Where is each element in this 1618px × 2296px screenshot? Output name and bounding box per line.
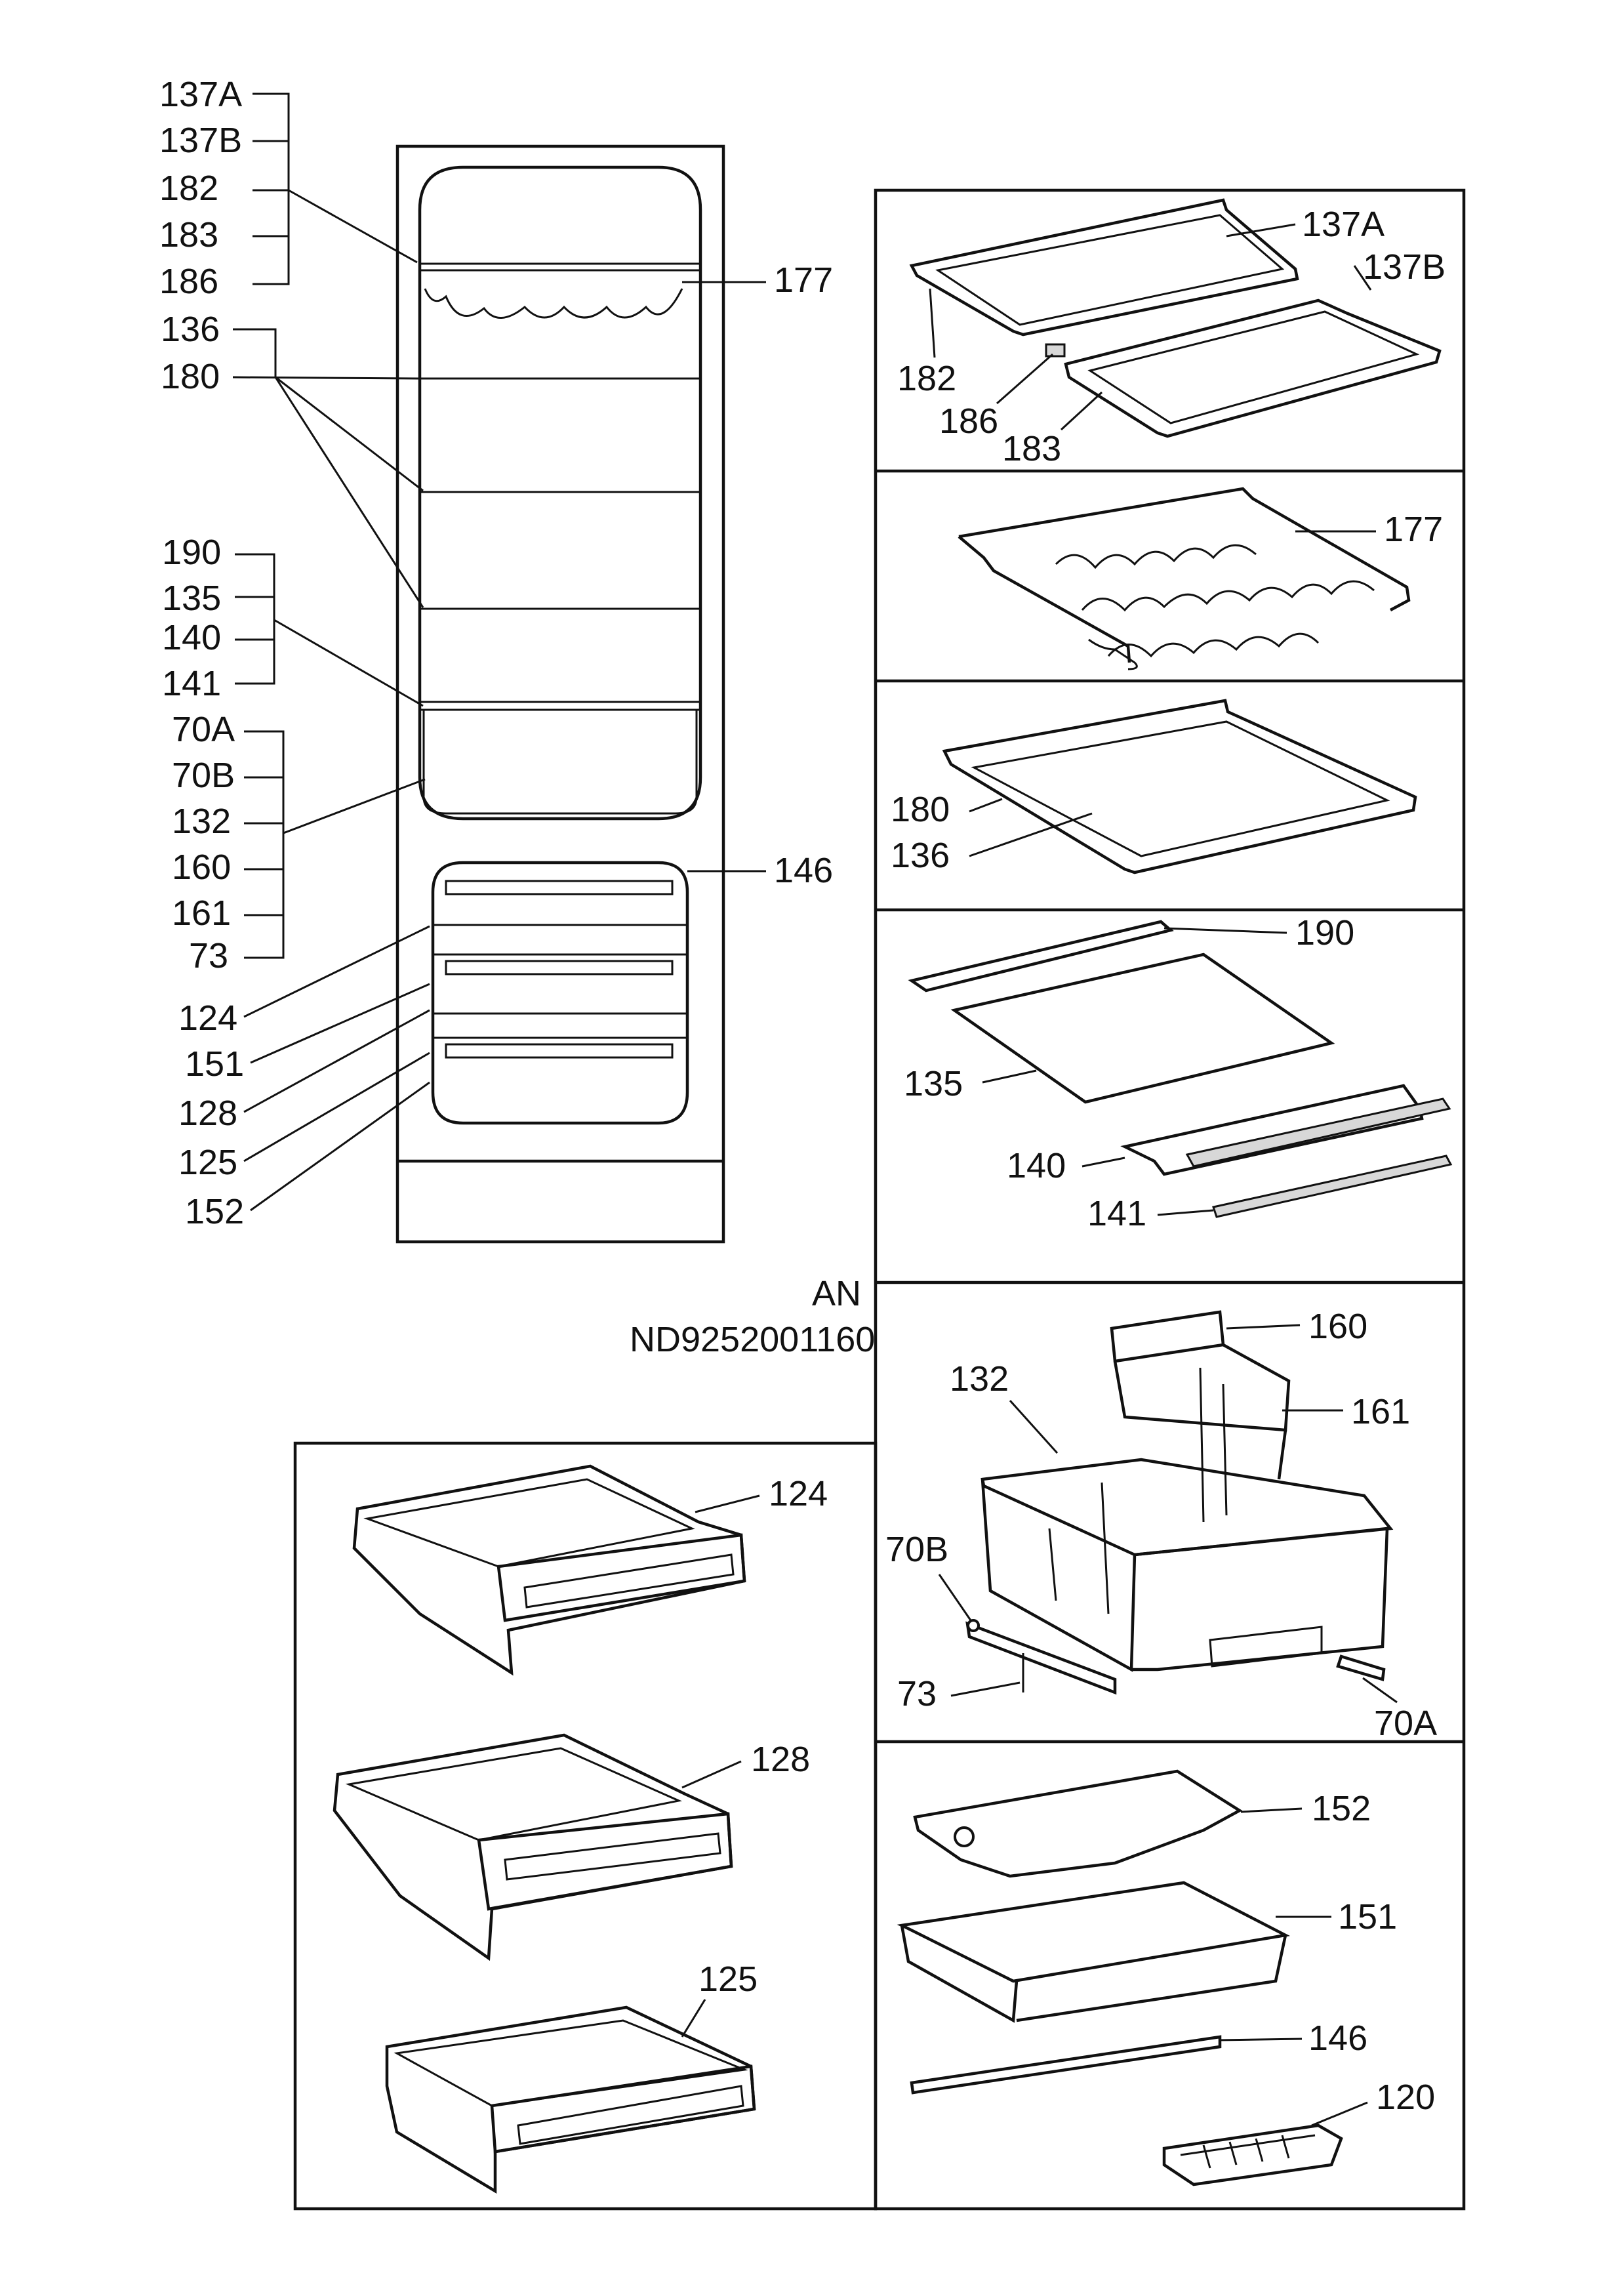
label-124-panel: 124 — [769, 1474, 828, 1513]
label-160: 160 — [172, 848, 231, 887]
label-152-fridge: 152 — [185, 1192, 244, 1231]
label-135-panel: 135 — [904, 1064, 963, 1103]
label-177-panel: 177 — [1384, 510, 1443, 549]
label-180-panel: 180 — [891, 790, 950, 829]
panel-shelf: 180 136 — [891, 699, 1417, 875]
label-132: 132 — [172, 802, 231, 841]
label-73-panel: 73 — [897, 1674, 937, 1713]
label-128-panel: 128 — [751, 1740, 810, 1779]
label-124-fridge: 124 — [178, 998, 237, 1038]
label-132-panel: 132 — [950, 1359, 1009, 1399]
label-161: 161 — [172, 893, 231, 933]
label-186-panel: 186 — [939, 401, 998, 441]
panel-freezer-parts: 152 151 146 120 — [897, 1769, 1435, 2186]
label-125-panel: 125 — [698, 1959, 758, 1999]
label-182-panel: 182 — [897, 359, 956, 398]
labels-crisper-group: 70A 70B 132 160 161 73 — [172, 710, 426, 975]
label-190: 190 — [162, 533, 221, 572]
label-70a: 70A — [172, 710, 235, 749]
label-128-fridge: 128 — [178, 1094, 237, 1133]
label-141-panel: 141 — [1087, 1194, 1146, 1233]
label-180: 180 — [161, 357, 220, 396]
label-137b-panel: 137B — [1363, 247, 1446, 287]
labels-top-group: 137A 137B 182 183 186 177 — [159, 75, 833, 301]
panel-crisper: 160 132 161 70B 73 70A — [885, 1307, 1437, 1743]
label-70a-panel: 70A — [1374, 1704, 1437, 1743]
fridge-overview — [395, 144, 725, 1244]
label-137b: 137B — [159, 121, 242, 160]
label-70b: 70B — [172, 756, 235, 795]
label-125-fridge: 125 — [178, 1143, 237, 1182]
label-135: 135 — [162, 579, 221, 618]
label-73: 73 — [189, 936, 228, 975]
label-140-panel: 140 — [1007, 1146, 1066, 1185]
label-183: 183 — [159, 215, 218, 255]
label-140: 140 — [162, 618, 221, 657]
label-152-panel: 152 — [1312, 1789, 1371, 1828]
label-160-panel: 160 — [1308, 1307, 1367, 1346]
label-186: 186 — [159, 262, 218, 301]
label-151-panel: 151 — [1338, 1897, 1397, 1937]
model-variant: AN — [812, 1274, 861, 1313]
label-183-panel: 183 — [1002, 429, 1061, 468]
label-146-fridge: 146 — [774, 851, 833, 890]
panel-drawers: 124 128 125 — [293, 1441, 878, 2211]
label-120-panel: 120 — [1376, 2078, 1435, 2117]
labels-drawers-group: 146 124 151 128 125 152 — [178, 851, 833, 1231]
label-136: 136 — [161, 310, 220, 349]
label-146-panel: 146 — [1308, 2019, 1367, 2058]
label-137a: 137A — [159, 75, 242, 114]
panel-split-shelf: 137A 137B 182 186 183 — [897, 198, 1446, 468]
model-code: ND9252001160 — [630, 1320, 875, 1359]
labels-glass-group: 190 135 140 141 — [162, 533, 424, 707]
label-137a-panel: 137A — [1302, 205, 1385, 244]
label-151-fridge: 151 — [185, 1044, 244, 1084]
label-70b-panel: 70B — [885, 1530, 948, 1569]
label-190-panel: 190 — [1295, 913, 1354, 953]
labels-shelves-group: 136 180 — [161, 310, 424, 608]
label-141: 141 — [162, 664, 221, 703]
label-177-fridge: 177 — [774, 260, 833, 300]
right-panels-frame — [874, 188, 1466, 2211]
label-136-panel: 136 — [891, 836, 950, 875]
label-161-panel: 161 — [1351, 1392, 1410, 1431]
panel-bottle-rack: 177 — [958, 487, 1443, 670]
panel-glass-shelf: 190 135 140 141 — [904, 913, 1453, 1233]
label-182: 182 — [159, 169, 218, 208]
